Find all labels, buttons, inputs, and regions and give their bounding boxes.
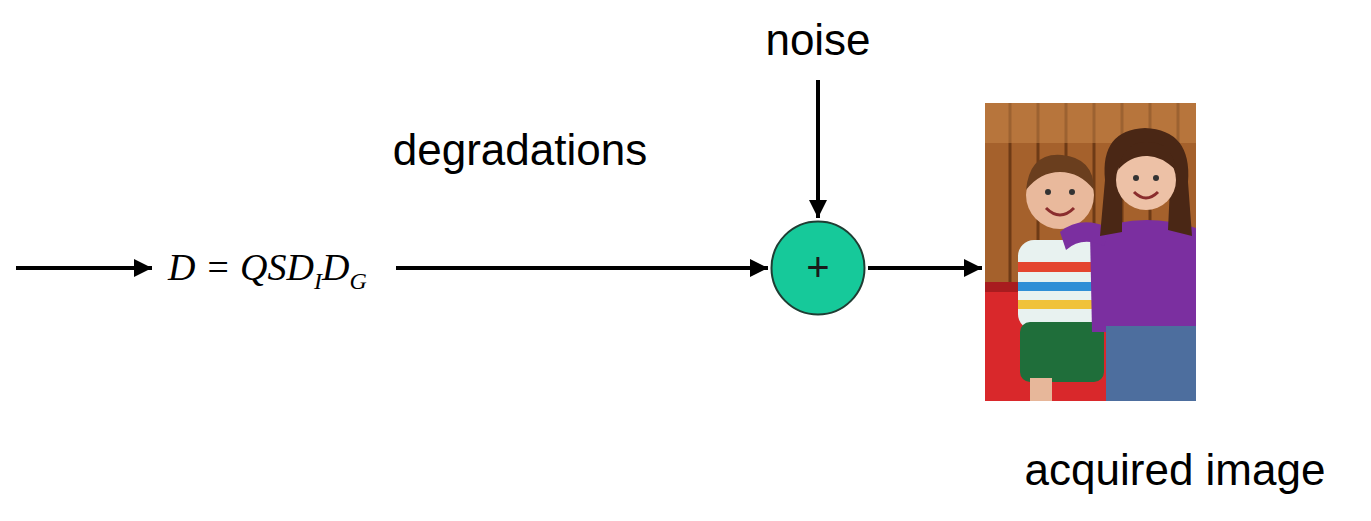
input-arrow bbox=[16, 266, 152, 270]
noise-label: noise bbox=[765, 16, 870, 64]
degradations-label: degradations bbox=[393, 126, 647, 174]
output-arrow bbox=[868, 266, 982, 270]
formula-subscript: G bbox=[349, 267, 366, 296]
formula-subscript: I bbox=[314, 267, 322, 296]
signal-arrow bbox=[396, 266, 768, 270]
acquired-photo bbox=[985, 103, 1196, 401]
formula-part: D bbox=[322, 245, 349, 291]
degradation-formula: D = QSDIDG bbox=[168, 245, 367, 291]
sum-junction: + bbox=[770, 220, 866, 316]
junction-symbol: + bbox=[806, 247, 829, 287]
acquired-image-label: acquired image bbox=[1025, 446, 1326, 494]
noise-arrow bbox=[816, 80, 820, 218]
formula-part: D = QSD bbox=[168, 245, 314, 291]
